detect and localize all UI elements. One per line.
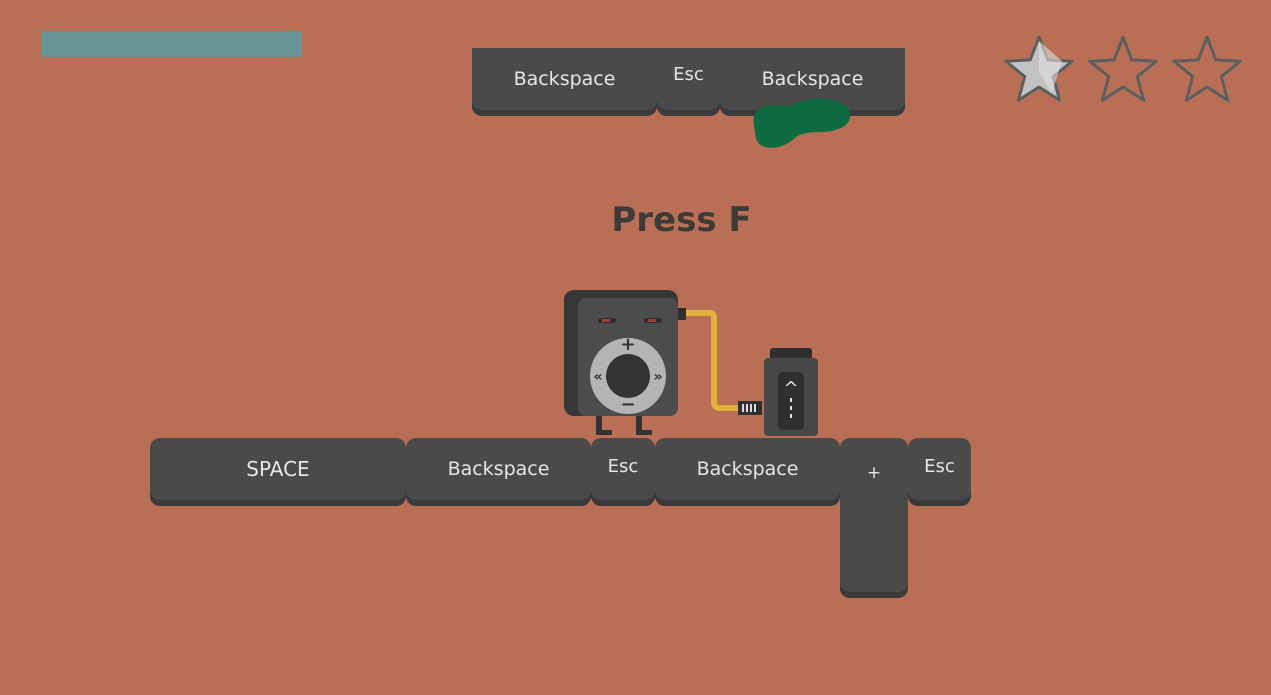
star-filled-icon [1004,35,1074,102]
svg-text:+: + [620,334,635,355]
key-backspace-2: Backspace [655,438,840,506]
key-label: Esc [607,455,639,477]
key-label: Backspace [447,458,550,480]
key-esc-2: Esc [908,438,971,506]
svg-text:−: − [620,394,635,415]
instruction-prompt: Press F [611,200,752,240]
key-esc-1: Esc [591,438,655,506]
key-space: SPACE [150,438,406,506]
key-label: Backspace [513,68,616,90]
key-label: SPACE [246,457,310,481]
svg-text:«: « [593,369,602,385]
key-backspace-top-1: Backspace [472,48,657,116]
key-label: Backspace [761,68,864,90]
progress-fill [42,31,302,57]
progress-bar [42,31,302,57]
star-empty-icon [1088,35,1158,102]
goal-device: ^ [764,348,818,436]
key-backspace-1: Backspace [406,438,591,506]
slime-blob [753,98,851,148]
svg-text:»: » [653,369,662,385]
music-player-robot[interactable]: + − « » ^ [560,286,830,438]
key-plus-tall: + [840,438,908,598]
key-label: Esc [924,455,955,477]
key-label: + [866,463,882,483]
dpad-center-button [606,354,650,398]
key-esc-top: Esc [657,48,720,116]
star-rating [1002,33,1246,107]
svg-text:^: ^ [783,378,798,399]
star-empty-icon [1172,35,1242,102]
key-label: Backspace [696,458,799,480]
key-label: Esc [673,63,704,85]
